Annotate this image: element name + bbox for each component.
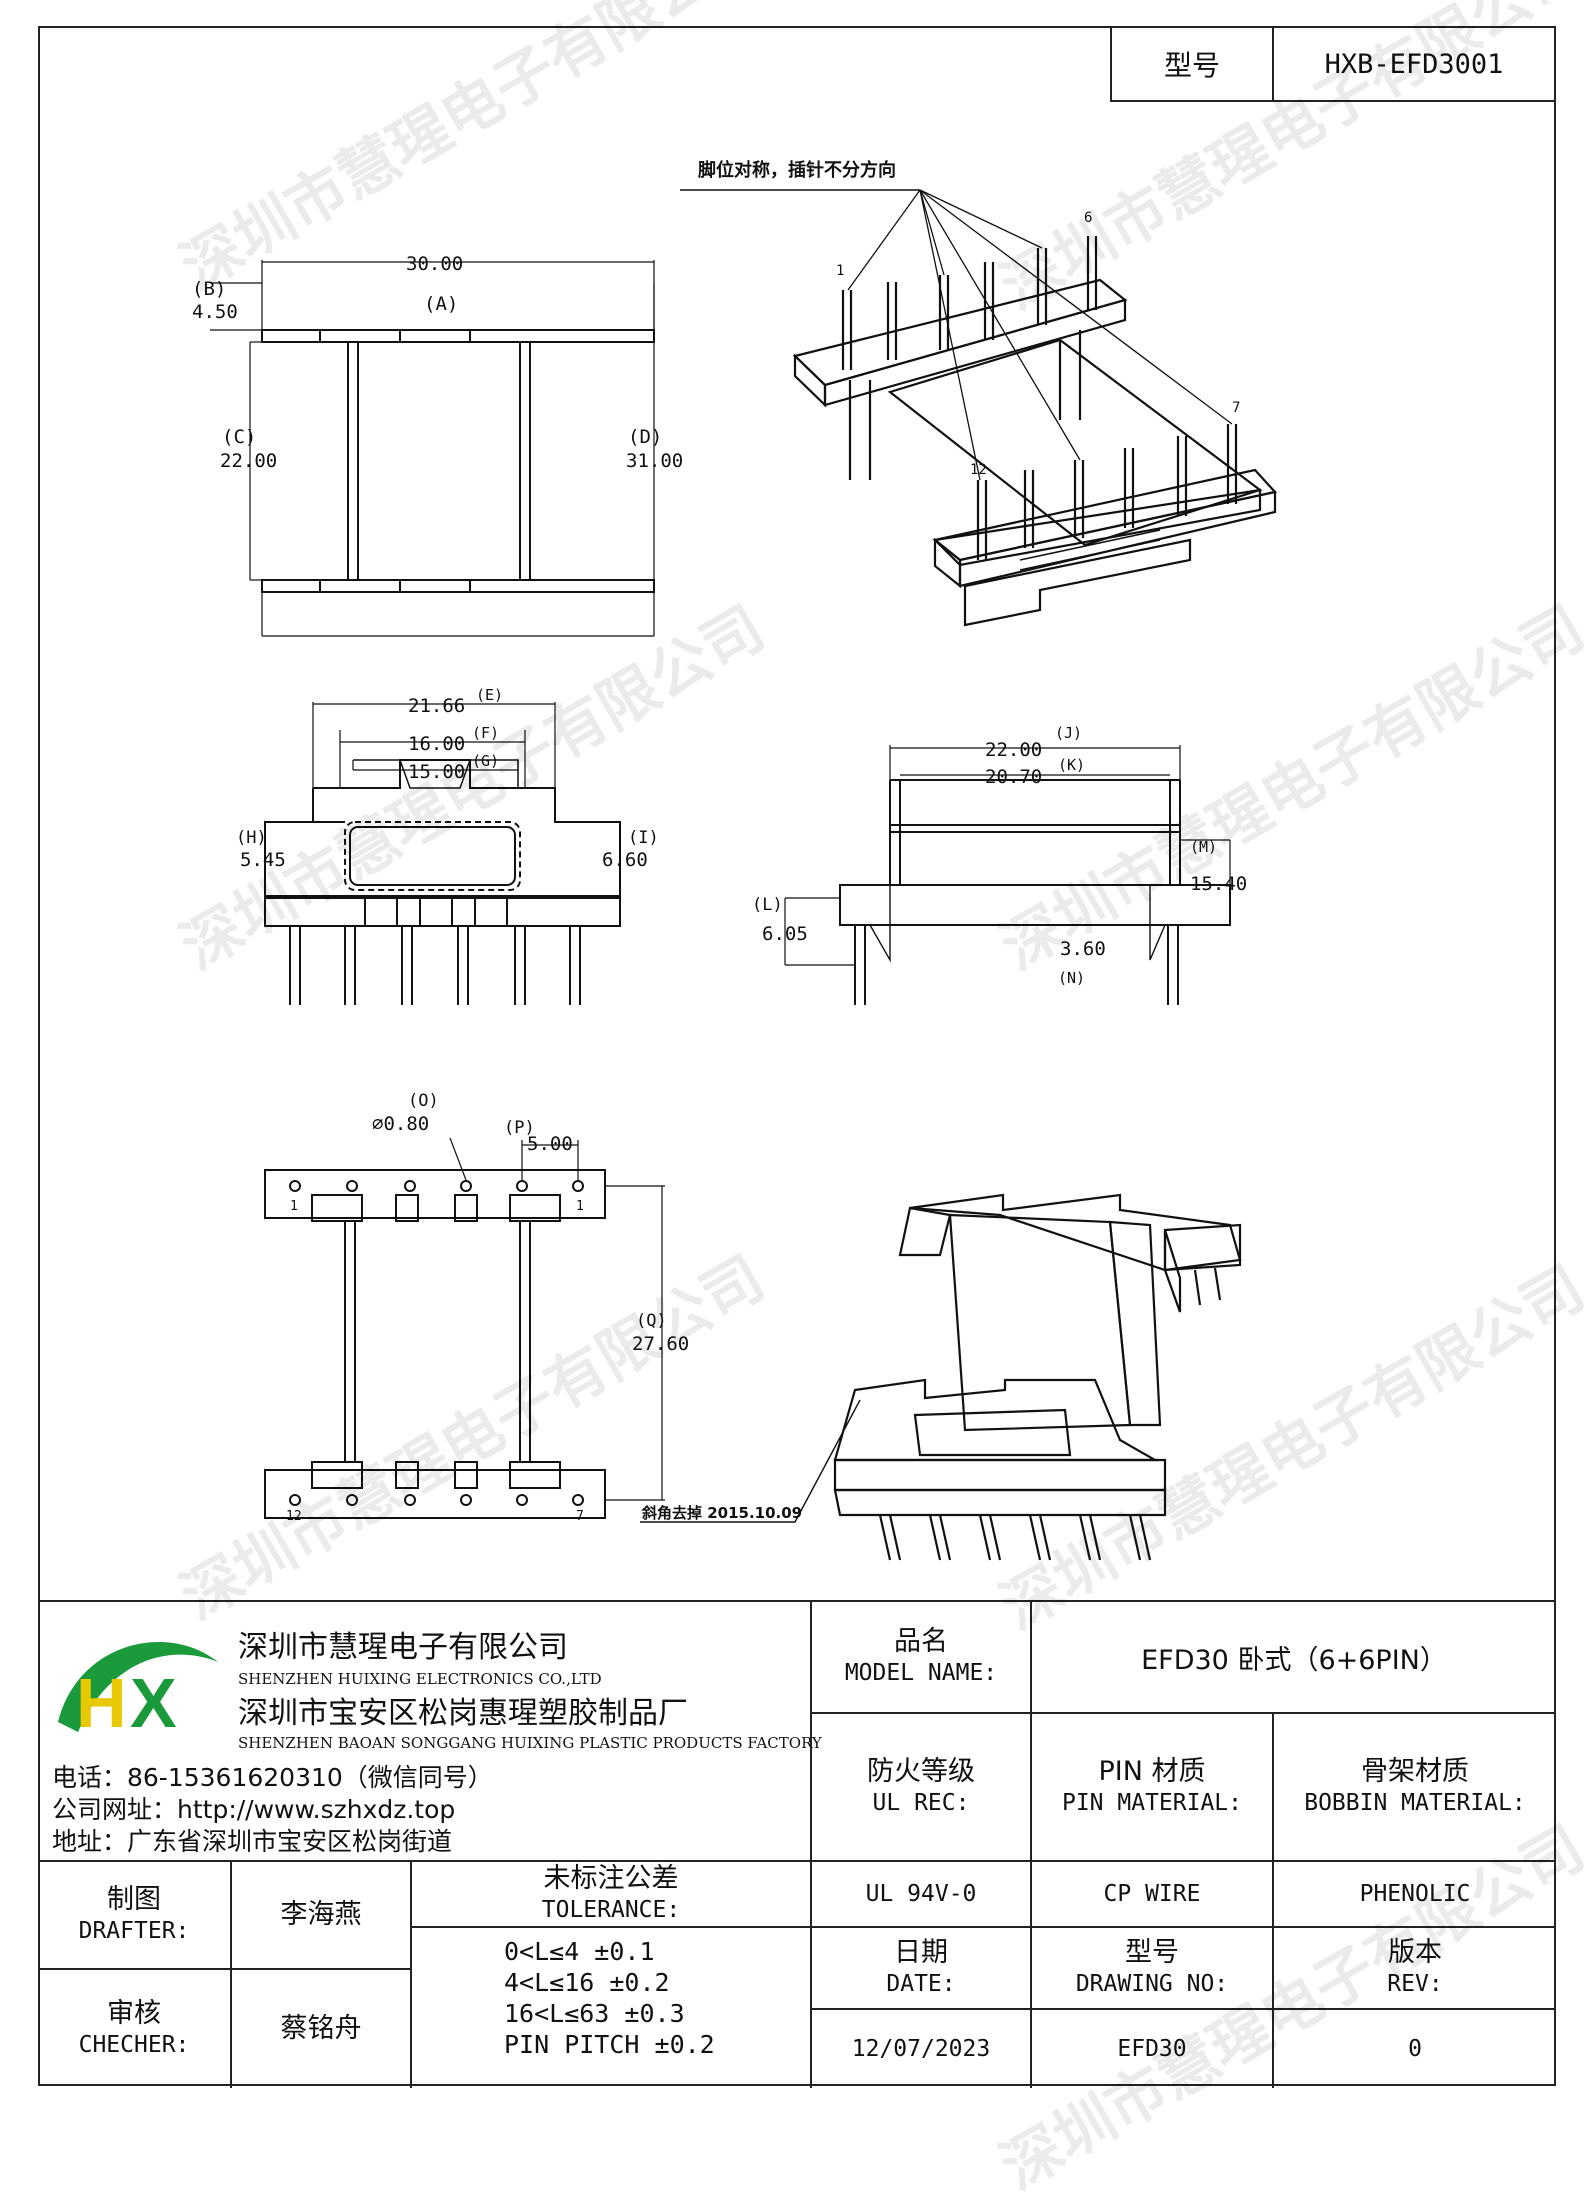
model-name-label: 品名 MODEL NAME:	[844, 1626, 998, 1686]
tolerance-row: 0<L≤4 ±0.1	[504, 1937, 655, 1966]
dim-L-value: 6.05	[762, 923, 808, 945]
pin-label-1: 1	[836, 263, 844, 279]
rev-label: 版本 REV:	[1387, 1937, 1443, 1997]
rev-value: 0	[1408, 2036, 1422, 2062]
website-link[interactable]: 公司网址：http://www.szhxdz.top	[52, 1795, 456, 1824]
dim-H-letter: (H)	[236, 828, 267, 848]
bottom-view	[264, 1137, 665, 1519]
date-value: 12/07/2023	[851, 2036, 991, 2062]
dim-B-letter: (B)	[192, 278, 226, 300]
pin-label-7: 7	[1232, 400, 1240, 416]
dim-L-letter: (L)	[752, 895, 783, 915]
dim-Q-value: 27.60	[632, 1333, 689, 1355]
dim-O-value: ⌀0.80	[372, 1113, 429, 1135]
title-block: H X 深圳市慧瑆电子有限公司 SHENZHEN HUIXING ELECTRO…	[38, 1600, 1556, 2088]
dim-B-value: 4.50	[192, 301, 238, 323]
checker-name: 蔡铭舟	[280, 2013, 362, 2044]
chamfer-note: 斜角去掉 2015.10.09	[641, 1504, 802, 1522]
dim-D-letter: (D)	[628, 426, 662, 448]
company-logo: H X	[58, 1642, 218, 1742]
model-name-value: EFD30 卧式（6+6PIN）	[1141, 1644, 1447, 1676]
dim-M-value: 15.40	[1190, 873, 1247, 895]
dim-H-value: 5.45	[240, 849, 286, 871]
side-view	[784, 745, 1231, 1005]
dim-M-letter: (M)	[1190, 838, 1217, 856]
technical-drawing: 30.00 (A) (B) 4.50 (C) 22.00 (D) 31.00	[192, 159, 1278, 1561]
pin-label-6: 6	[1084, 210, 1092, 226]
drawing-no-value: EFD30	[1117, 2036, 1187, 2062]
dim-F-letter: (F)	[472, 724, 499, 742]
dim-J-letter: (J)	[1055, 724, 1082, 742]
pin-symmetry-note: 脚位对称，插针不分方向	[698, 159, 896, 181]
dim-O-letter: (O)	[408, 1091, 439, 1111]
isometric-view-bottom	[640, 1193, 1242, 1561]
logo-h: H	[76, 1664, 127, 1742]
dim-C-value: 22.00	[220, 450, 277, 472]
phone-text: 电话：86-15361620310（微信同号）	[52, 1763, 493, 1792]
company-name-en: SHENZHEN HUIXING ELECTRONICS CO.,LTD	[238, 1670, 602, 1688]
tolerance-row: 4<L≤16 ±0.2	[504, 1968, 670, 1997]
address-text: 地址：广东省深圳市宝安区松岗街道	[52, 1827, 453, 1856]
front-view	[264, 702, 621, 1005]
tolerance-rows: 0<L≤4 ±0.1 4<L≤16 ±0.2 16<L≤63 ±0.3 PIN …	[504, 1936, 715, 2060]
dim-A-letter: (A)	[424, 293, 458, 315]
tolerance-row: PIN PITCH ±0.2	[504, 2030, 715, 2059]
bottom-pin-12: 12	[286, 1509, 302, 1524]
model-label: 型号	[1112, 28, 1274, 100]
drafter-label: 制图 DRAFTER:	[78, 1884, 190, 1944]
pin-material-value: CP WIRE	[1103, 1881, 1201, 1907]
bottom-pin-7: 7	[576, 1509, 584, 1524]
contact-info: 电话：86-15361620310（微信同号） 公司网址：http://www.…	[52, 1762, 493, 1858]
drawing-no-label: 型号 DRAWING NO:	[1075, 1937, 1229, 1997]
tolerance-label: 未标注公差 TOLERANCE:	[541, 1863, 681, 1923]
dim-G-value: 15.00	[408, 761, 465, 783]
dim-Q-letter: (Q)	[636, 1311, 667, 1331]
dim-A-value: 30.00	[406, 253, 463, 275]
model-value: HXB-EFD3001	[1324, 48, 1504, 80]
factory-name-cn: 深圳市宝安区松岗惠瑆塑胶制品厂	[238, 1696, 688, 1731]
dim-K-letter: (K)	[1058, 756, 1085, 774]
dim-G-letter: (G)	[472, 752, 499, 770]
dim-I-value: 6.60	[602, 849, 648, 871]
dim-E-letter: (E)	[476, 686, 503, 704]
ul-value: UL 94V-0	[865, 1881, 977, 1907]
top-view	[210, 260, 655, 637]
drafter-name: 李海燕	[280, 1899, 362, 1930]
dim-I-letter: (I)	[628, 828, 659, 848]
dim-P-value: 5.00	[527, 1133, 573, 1155]
bobbin-material-label: 骨架材质 BOBBIN MATERIAL:	[1304, 1756, 1526, 1816]
checker-label: 审核 CHECHER:	[78, 1998, 190, 2058]
bottom-pin-1-left: 1	[290, 1199, 298, 1214]
dim-F-value: 16.00	[408, 733, 465, 755]
drawing-sheet	[38, 26, 1556, 2086]
dim-K-value: 20.70	[985, 766, 1042, 788]
tolerance-row: 16<L≤63 ±0.3	[504, 1999, 685, 2028]
company-name-cn: 深圳市慧瑆电子有限公司	[238, 1630, 568, 1665]
pin-label-12: 12	[970, 462, 987, 478]
isometric-view-top	[680, 189, 1278, 627]
bobbin-material-value: PHENOLIC	[1359, 1881, 1471, 1907]
dim-J-value: 22.00	[985, 739, 1042, 761]
dim-N-letter: (N)	[1058, 969, 1085, 987]
factory-name-en: SHENZHEN BAOAN SONGGANG HUIXING PLASTIC …	[238, 1734, 822, 1752]
model-header-box: 型号 HXB-EFD3001	[1110, 26, 1556, 102]
pin-material-label: PIN 材质 PIN MATERIAL:	[1061, 1756, 1242, 1816]
bottom-pin-1-right: 1	[576, 1199, 584, 1214]
dim-P-letter: (P)	[504, 1118, 535, 1138]
dim-E-value: 21.66	[408, 695, 465, 717]
ul-label: 防火等级 UL REC:	[867, 1756, 975, 1816]
dim-D-value: 31.00	[626, 450, 683, 472]
dim-C-letter: (C)	[222, 426, 256, 448]
logo-x: X	[130, 1664, 177, 1742]
dim-N-value: 3.60	[1060, 938, 1106, 960]
date-label: 日期 DATE:	[886, 1937, 956, 1997]
